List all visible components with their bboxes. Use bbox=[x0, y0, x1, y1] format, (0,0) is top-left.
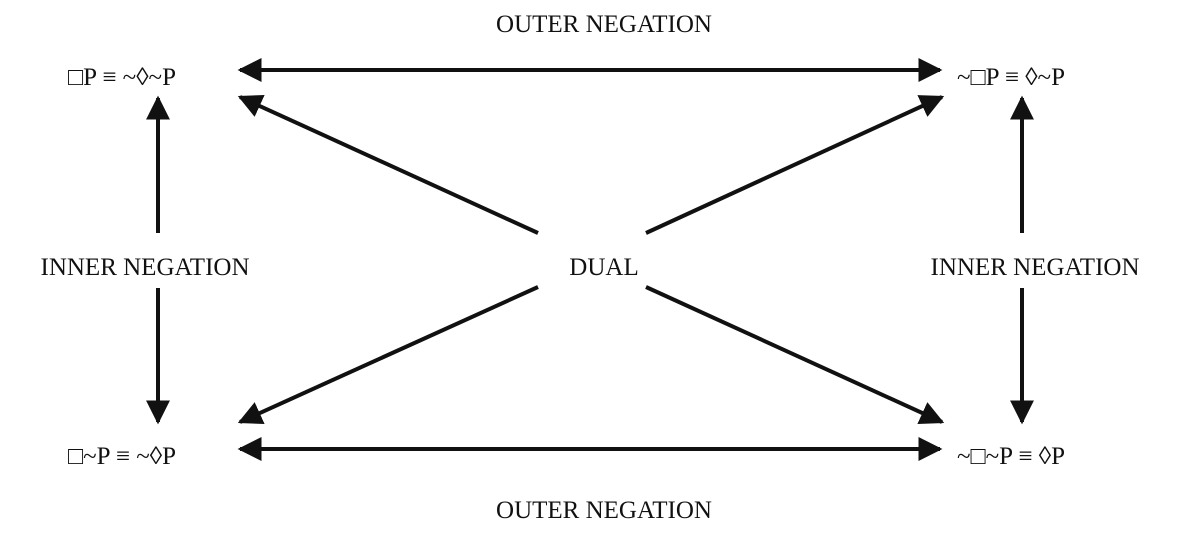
corner-bottom-right-formula: ~□~P ≡ ◊P bbox=[957, 443, 1065, 470]
inner-negation-label-right: INNER NEGATION bbox=[930, 254, 1140, 281]
dual-arrow-to-top-left bbox=[237, 95, 539, 235]
dual-arrow-to-bottom-right bbox=[645, 285, 945, 424]
inner-negation-label-left: INNER NEGATION bbox=[40, 254, 250, 281]
corner-top-right-formula: ~□P ≡ ◊~P bbox=[957, 64, 1065, 91]
dual-label: DUAL bbox=[569, 254, 639, 281]
outer-negation-label-bottom: OUTER NEGATION bbox=[496, 497, 712, 524]
dual-arrow-to-top-right bbox=[645, 95, 945, 235]
dual-arrow-to-bottom-left bbox=[237, 285, 539, 425]
corner-bottom-left-formula: □~P ≡ ~◊P bbox=[68, 443, 176, 470]
corner-top-left-formula: □P ≡ ~◊~P bbox=[68, 64, 176, 91]
outer-negation-label-top: OUTER NEGATION bbox=[496, 11, 712, 38]
